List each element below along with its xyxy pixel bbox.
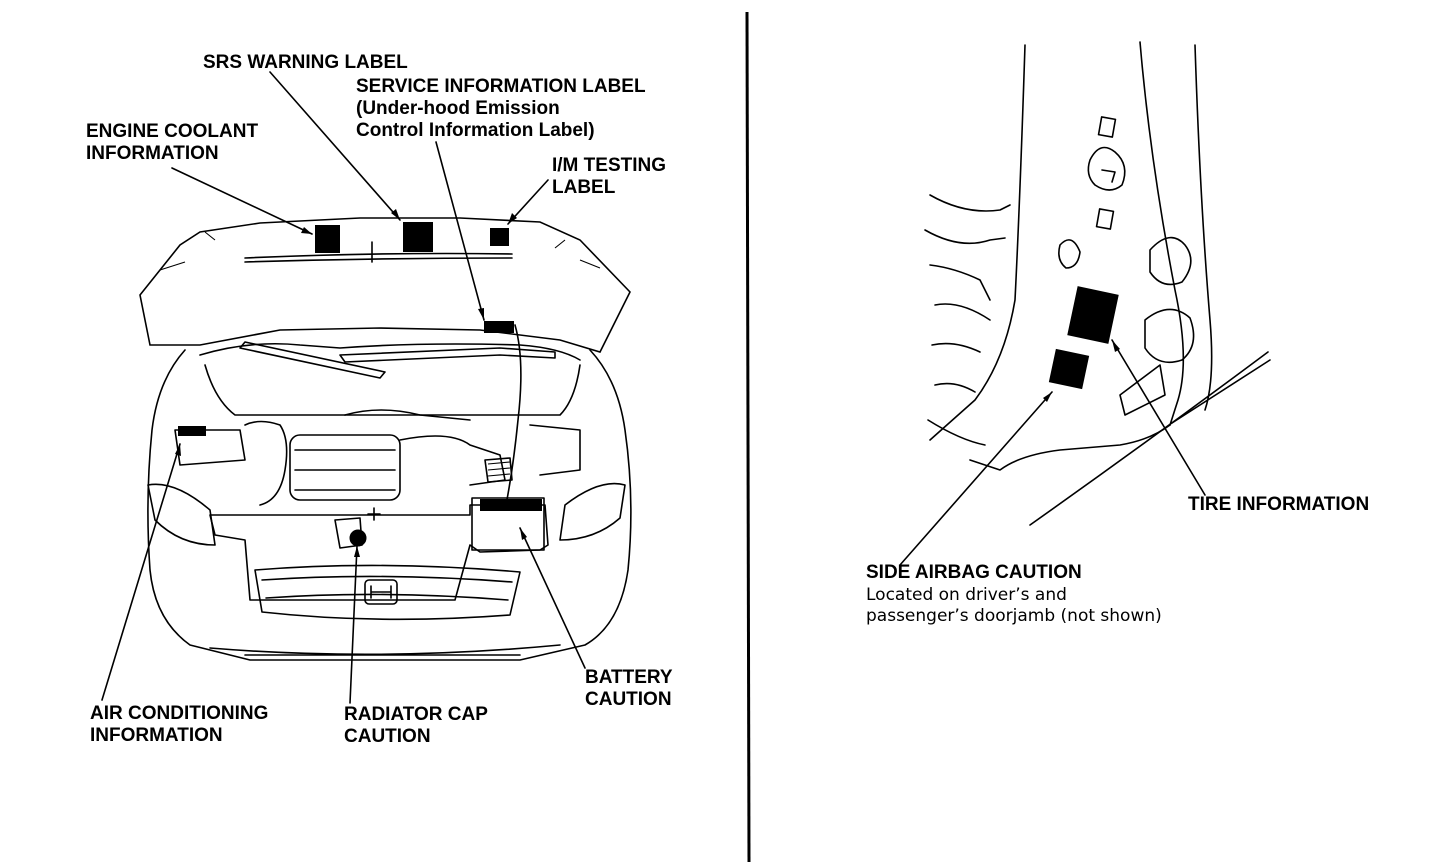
air-conditioning-label-marker bbox=[178, 426, 206, 436]
engine-coolant-line-2: INFORMATION bbox=[86, 143, 219, 164]
open-hood bbox=[139, 217, 631, 353]
engine-coolant-line-1: ENGINE COOLANT bbox=[86, 121, 259, 142]
door-pillar-illustration bbox=[924, 41, 1271, 526]
srs-warning-text: SRS WARNING LABEL bbox=[203, 52, 408, 73]
air-conditioning-line-2: INFORMATION bbox=[90, 725, 223, 746]
tire-information-label-marker bbox=[1067, 286, 1119, 344]
engine-coolant-label: ENGINE COOLANT INFORMATION bbox=[86, 121, 258, 165]
side-airbag-note-line-1: Located on driver’s and bbox=[866, 585, 1067, 605]
radiator-cap-label: RADIATOR CAP CAUTION bbox=[344, 704, 488, 748]
side-airbag-label-marker bbox=[1048, 348, 1090, 390]
radiator-cap-line-1: RADIATOR CAP bbox=[344, 704, 488, 725]
tire-info-text: TIRE INFORMATION bbox=[1188, 494, 1370, 515]
engine-coolant-label-marker bbox=[315, 225, 340, 253]
side-airbag-caution-label: SIDE AIRBAG CAUTION bbox=[866, 562, 1082, 584]
side-airbag-note-line-2: passenger’s doorjamb (not shown) bbox=[866, 606, 1162, 626]
radiator-cap-icon bbox=[349, 529, 367, 547]
car-illustration bbox=[139, 217, 632, 661]
air-conditioning-line-1: AIR CONDITIONING bbox=[90, 703, 269, 724]
car-body bbox=[147, 349, 632, 661]
service-info-line-1: SERVICE INFORMATION LABEL bbox=[356, 76, 646, 97]
side-airbag-note: Located on driver’s and passenger’s door… bbox=[866, 585, 1162, 627]
im-testing-label-marker bbox=[490, 228, 509, 246]
service-information-label: SERVICE INFORMATION LABEL (Under-hood Em… bbox=[356, 76, 646, 142]
right-leader-lines bbox=[899, 339, 1206, 566]
panel-divider bbox=[745, 11, 751, 862]
service-info-label-marker bbox=[484, 321, 514, 333]
battery-line-2: CAUTION bbox=[585, 689, 672, 710]
tire-information-label: TIRE INFORMATION bbox=[1188, 494, 1369, 516]
im-testing-line-1: I/M TESTING bbox=[552, 155, 666, 176]
side-airbag-text: SIDE AIRBAG CAUTION bbox=[866, 562, 1082, 583]
im-testing-line-2: LABEL bbox=[552, 177, 616, 198]
battery-caution-label: BATTERY CAUTION bbox=[585, 667, 673, 711]
srs-warning-label: SRS WARNING LABEL bbox=[203, 52, 408, 74]
battery-line-1: BATTERY bbox=[585, 667, 673, 688]
radiator-cap-line-2: CAUTION bbox=[344, 726, 431, 747]
battery-caution-label-marker bbox=[480, 499, 542, 511]
service-info-line-3: Control Information Label) bbox=[356, 120, 595, 141]
air-conditioning-label: AIR CONDITIONING INFORMATION bbox=[90, 703, 268, 747]
srs-warning-label-marker bbox=[403, 222, 433, 252]
left-leader-lines bbox=[101, 71, 586, 704]
service-info-line-2: (Under-hood Emission bbox=[356, 98, 560, 119]
im-testing-label: I/M TESTING LABEL bbox=[552, 155, 666, 199]
